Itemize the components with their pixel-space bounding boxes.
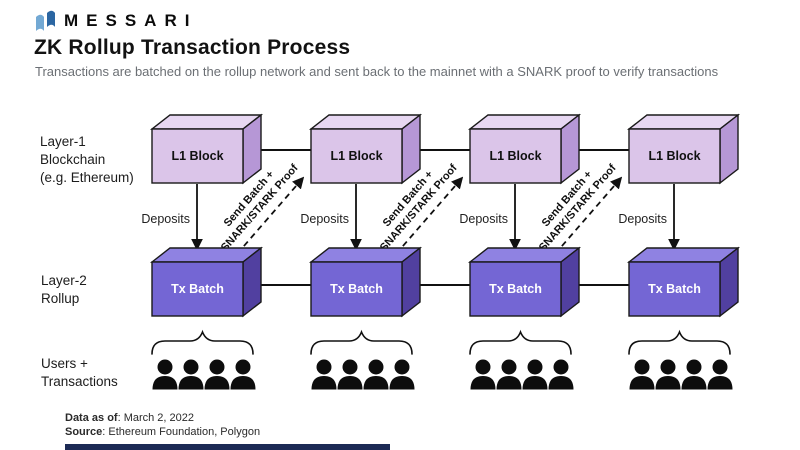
l1-block-label: L1 Block [330, 149, 382, 163]
person-icon [368, 359, 384, 375]
brand-row: MESSARI [34, 8, 197, 34]
person-icon [634, 359, 650, 375]
users-brace [628, 329, 731, 355]
deposits-label: Deposits [141, 212, 190, 226]
brand-wordmark: MESSARI [64, 11, 198, 30]
l1-block-box-3: L1 Block [467, 113, 582, 185]
users-group [470, 359, 574, 390]
person-icon [660, 359, 676, 375]
tx-batch-label: Tx Batch [330, 282, 383, 296]
person-icon [183, 359, 199, 375]
column-2: L1 Block Deposits Send Batch + SNARK/STA… [300, 113, 470, 390]
page-subtitle: Transactions are batched on the rollup n… [35, 64, 719, 79]
row-label-users: Users + Transactions [41, 356, 118, 389]
tx-batch-box-2: Tx Batch [308, 246, 423, 318]
tx-batch-label: Tx Batch [171, 282, 224, 296]
person-icon [157, 359, 173, 375]
users-group [629, 359, 733, 390]
deposits-label: Deposits [459, 212, 508, 226]
users-brace [151, 329, 254, 355]
users-group [311, 359, 415, 390]
source-label: Source [65, 426, 103, 438]
person-icon [316, 359, 332, 375]
source-value: : Ethereum Foundation, Polygon [102, 426, 261, 438]
data-as-of-value: : March 2, 2022 [117, 412, 195, 424]
deposits-label: Deposits [618, 212, 667, 226]
tx-batch-label: Tx Batch [489, 282, 542, 296]
column-3: L1 Block Deposits Send Batch + SNARK/STA… [459, 113, 629, 390]
person-icon [712, 359, 728, 375]
person-icon [235, 359, 251, 375]
tx-batch-box-4: Tx Batch [626, 246, 741, 318]
data-as-of-note: Data as of: March 2, 2022 [65, 412, 194, 424]
l1-block-label: L1 Block [171, 149, 223, 163]
person-icon [209, 359, 225, 375]
person-icon [394, 359, 410, 375]
person-icon [686, 359, 702, 375]
page-title: ZK Rollup Transaction Process [34, 36, 351, 59]
row-label-layer2: Layer-2 Rollup [41, 273, 87, 306]
person-icon [553, 359, 569, 375]
person-icon [342, 359, 358, 375]
person-icon [475, 359, 491, 375]
messari-logo-icon [36, 10, 55, 31]
l1-block-box-2: L1 Block [308, 113, 423, 185]
deposits-label: Deposits [300, 212, 349, 226]
footer-brand-bar [65, 444, 390, 450]
source-note: Source: Ethereum Foundation, Polygon [65, 426, 260, 438]
tx-batch-label: Tx Batch [648, 282, 701, 296]
person-icon [527, 359, 543, 375]
tx-batch-box-3: Tx Batch [467, 246, 582, 318]
column-4: L1 Block Deposits Tx Batch [618, 113, 741, 390]
l1-block-box-1: L1 Block [149, 113, 264, 185]
users-brace [310, 329, 413, 355]
l1-block-box-4: L1 Block [626, 113, 741, 185]
l1-block-label: L1 Block [648, 149, 700, 163]
data-as-of-label: Data as of [65, 412, 118, 424]
users-group [152, 359, 256, 390]
person-icon [501, 359, 517, 375]
l1-block-label: L1 Block [489, 149, 541, 163]
column-1: L1 Block Deposits Send Batch + SNARK/STA… [141, 113, 311, 390]
tx-batch-box-1: Tx Batch [149, 246, 264, 318]
row-label-layer1: Layer-1 Blockchain (e.g. Ethereum) [40, 134, 134, 185]
users-brace [469, 329, 572, 355]
